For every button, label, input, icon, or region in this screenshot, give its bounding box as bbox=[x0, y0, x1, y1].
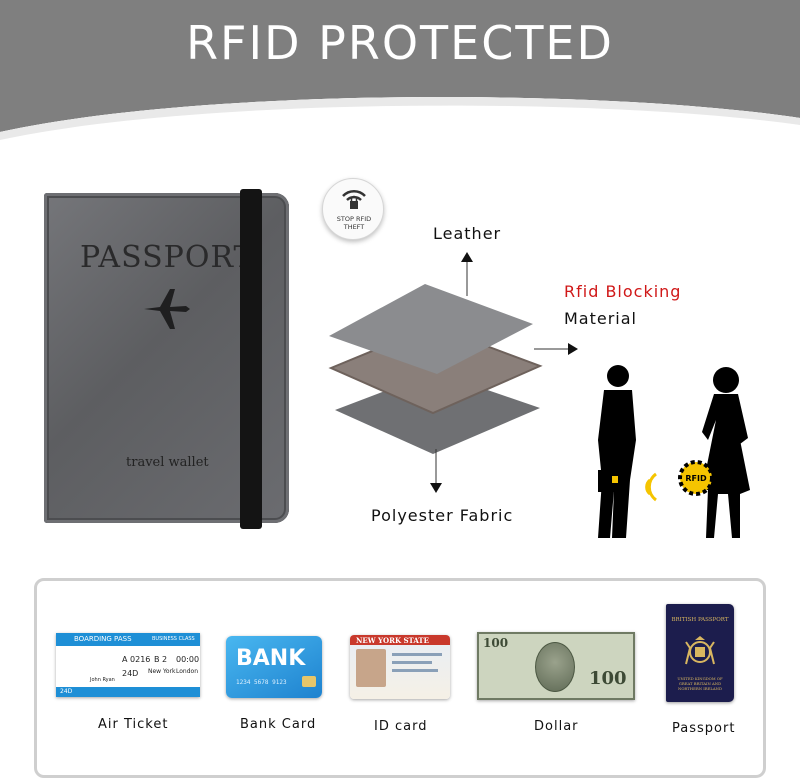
elastic-strap bbox=[240, 189, 262, 529]
ticket-foot-code: 24D bbox=[60, 688, 73, 695]
bank-card-icon: BANK 1234 5678 9123 bbox=[226, 636, 322, 698]
id-card-header bbox=[350, 635, 450, 645]
layer-stack bbox=[328, 284, 543, 454]
id-line bbox=[392, 661, 432, 664]
british-passport-icon: BRITISH PASSPORT UNITED KINGDOM OF GREAT… bbox=[666, 604, 734, 702]
man-silhouette bbox=[598, 365, 636, 538]
air-ticket-label: Air Ticket bbox=[98, 717, 169, 732]
rfid-tag-text: RFID bbox=[685, 474, 707, 483]
id-card-state: NEW YORK STATE bbox=[356, 636, 429, 645]
material-label: Material bbox=[564, 309, 637, 328]
banner-shape bbox=[0, 0, 800, 170]
ticket-footer bbox=[56, 687, 200, 697]
ticket-title: BOARDING PASS bbox=[74, 635, 132, 643]
ticket-passenger: John Ryan bbox=[90, 677, 115, 683]
id-line bbox=[392, 653, 442, 656]
chip-icon bbox=[302, 676, 316, 687]
portrait-icon bbox=[535, 642, 575, 692]
id-card-icon: NEW YORK STATE bbox=[350, 635, 450, 699]
id-card-label: ID card bbox=[374, 719, 428, 734]
ticket-gate: A 0216 bbox=[122, 655, 151, 664]
passport-title: PASSPORT bbox=[80, 240, 255, 275]
ticket-class: BUSINESS CLASS bbox=[152, 636, 195, 642]
arrow-down-icon bbox=[430, 449, 442, 493]
id-line bbox=[392, 669, 438, 672]
uk-passport-country: UNITED KINGDOM OF GREAT BRITAIN AND NORT… bbox=[677, 676, 723, 691]
wifi-lock-icon bbox=[342, 189, 366, 209]
page-title: RFID PROTECTED bbox=[186, 16, 614, 70]
bank-card-number: 1234 5678 9123 bbox=[236, 679, 287, 686]
dollar-label: Dollar bbox=[534, 719, 579, 734]
stop-rfid-text: STOP RFID THEFT bbox=[323, 215, 385, 231]
leather-layer bbox=[329, 284, 533, 374]
polyester-label: Polyester Fabric bbox=[371, 506, 514, 525]
passport-subtitle: travel wallet bbox=[126, 455, 209, 470]
stop-rfid-badge: STOP RFID THEFT bbox=[322, 178, 384, 240]
dollar-denomination: 100 bbox=[483, 636, 509, 650]
ticket-city-1: New York bbox=[148, 668, 176, 675]
airplane-icon bbox=[144, 289, 190, 329]
boarding-pass-icon: BOARDING PASS BUSINESS CLASS A 0216 B 2 … bbox=[56, 633, 200, 697]
rfid-blocking-label: Rfid Blocking bbox=[564, 282, 682, 301]
silhouette-scene: RFID bbox=[598, 365, 750, 538]
ticket-city-2: London bbox=[176, 668, 198, 675]
bank-card-word: BANK bbox=[236, 646, 306, 671]
woman-silhouette: RFID bbox=[678, 367, 750, 538]
ticket-header bbox=[56, 633, 200, 646]
badge-line-1: STOP RFID bbox=[336, 215, 372, 223]
crest-icon bbox=[685, 636, 715, 665]
bank-card-label: Bank Card bbox=[240, 717, 317, 732]
uk-passport-title: BRITISH PASSPORT bbox=[671, 617, 729, 623]
badge-line-2: THEFT bbox=[343, 223, 365, 231]
header-banner: RFID PROTECTED bbox=[0, 0, 800, 170]
passport-wallet: PASSPORT travel wallet bbox=[44, 189, 289, 529]
ticket-seat: B 2 bbox=[154, 655, 168, 664]
arrow-up-icon bbox=[461, 252, 473, 296]
leather-label: Leather bbox=[433, 224, 502, 243]
arrow-right-icon bbox=[534, 343, 578, 355]
id-photo-icon bbox=[356, 649, 386, 687]
passport-label: Passport bbox=[672, 721, 736, 736]
ticket-time: 00:00 bbox=[176, 655, 200, 664]
ticket-seat-code: 24D bbox=[122, 669, 139, 678]
dollar-denomination-large: 100 bbox=[589, 668, 627, 689]
dollar-bill-icon: 100 100 bbox=[477, 632, 635, 700]
